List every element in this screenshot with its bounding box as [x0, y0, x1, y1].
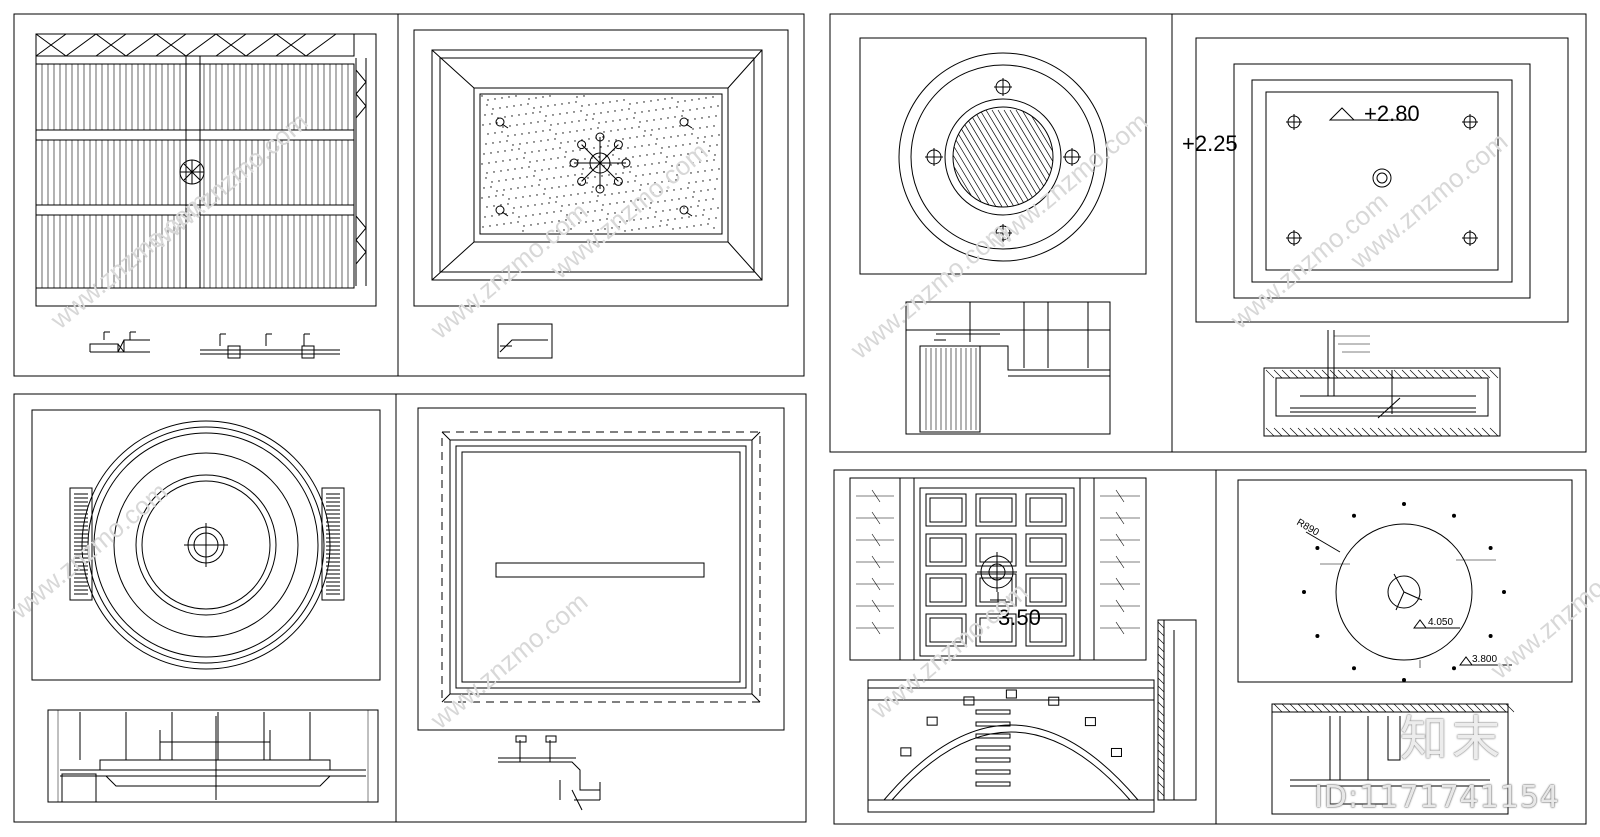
- watermark-layer: www.znzmo.com www.znzmo.com www.znzmo.com w…: [4, 106, 1600, 735]
- wall-lamp-icons: [495, 117, 693, 217]
- downlight-icons: [1286, 114, 1478, 246]
- section-detail-h: [1271, 703, 1515, 815]
- chandelier-icon: [569, 132, 631, 194]
- panel-strip-ceiling: [417, 407, 785, 811]
- panel-wood-slat-ceiling: [13, 13, 399, 377]
- section-detail-f: [1263, 330, 1501, 437]
- section-detail-e: [905, 301, 1111, 435]
- watermark-text: www.znzmo.com: [844, 216, 1013, 365]
- section-detail-a1: [89, 331, 150, 353]
- linear-diffuser-left: [69, 487, 93, 601]
- elevation-label-280: +2.80: [1364, 101, 1420, 126]
- section-detail-d: [498, 735, 601, 811]
- linear-diffuser-right: [321, 487, 345, 601]
- panel-coffered-ceiling: 3.50: [833, 469, 1217, 825]
- elevation-label-350: 3.50: [998, 605, 1041, 630]
- watermark-text: www.znzmo.com: [424, 586, 593, 735]
- section-detail-a2: [200, 333, 340, 359]
- elevation-label-225: +2.25: [1182, 131, 1238, 156]
- section-detail-g-side: [1157, 619, 1197, 801]
- panel-round-dome-ceiling: [13, 393, 807, 823]
- watermark-text: www.znzmo.com: [4, 476, 173, 625]
- outer-dots: [1302, 502, 1506, 682]
- brand-watermark: 知末: [1399, 711, 1504, 767]
- section-detail-c: [47, 709, 379, 803]
- section-detail-g-arch: [867, 679, 1155, 813]
- watermark-text: www.znzmo.com: [1484, 536, 1600, 685]
- spotlight-icons: [925, 78, 1081, 242]
- radius-label: R890: [1295, 517, 1322, 539]
- watermark-text: www.znzmo.com: [864, 576, 1033, 725]
- elevation-label-4050: 4.050: [1428, 617, 1453, 628]
- id-watermark: ID:1171741154: [1314, 780, 1560, 815]
- elevation-label-3800: 3.800: [1472, 654, 1497, 665]
- panel-chandelier-ceiling: [397, 13, 805, 377]
- panel-round-vent-ceiling: [829, 13, 1173, 453]
- panel-four-fixture-ceiling: +2.80 +2.25: [1171, 13, 1587, 453]
